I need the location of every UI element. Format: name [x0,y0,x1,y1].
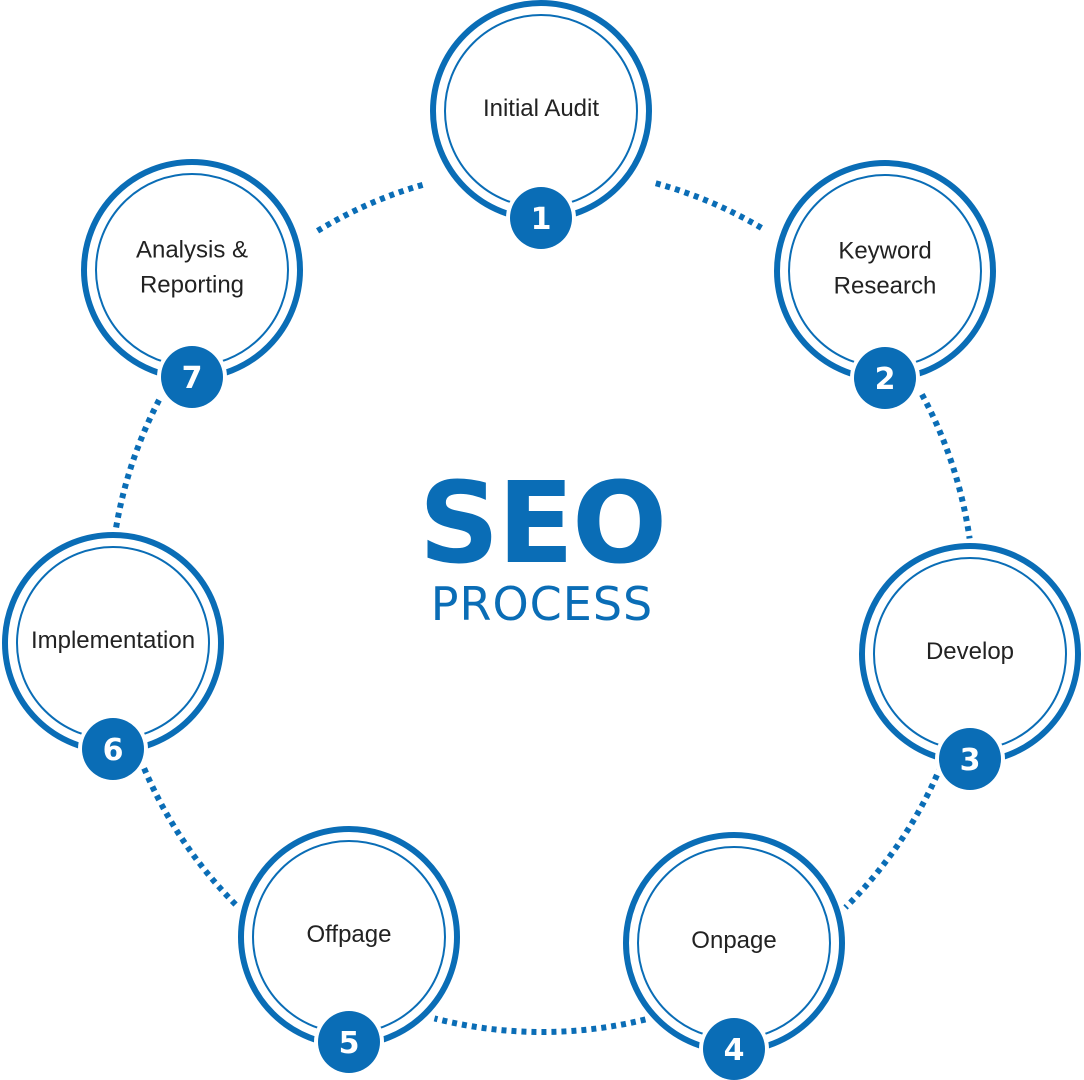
step-node-1: Initial Audit 1 [430,0,652,253]
step-number: 2 [875,362,896,397]
step-number-badge [161,346,223,408]
step-number-badge [703,1018,765,1080]
dotted-connector [919,392,973,539]
step-label: Implementation [31,627,195,654]
step-label: Initial Audit [483,95,599,122]
dotted-connectors [113,180,973,1035]
dotted-connector [113,396,163,529]
step-number-badge [318,1011,380,1073]
center-heading: SEO PROCESS [419,459,667,631]
step-node-3: Develop 3 [859,543,1081,794]
center-title: SEO [419,459,665,589]
dotted-connector [654,180,765,232]
dotted-connector [136,754,238,907]
step-number-badge [854,347,916,409]
step-node-5: Offpage 5 [238,826,460,1077]
step-number-badge [82,718,144,780]
step-node-6: Implementation 6 [2,532,224,784]
dotted-connector [316,180,428,234]
step-number: 3 [960,743,981,778]
step-label: Keyword [838,238,931,265]
step-number: 6 [103,733,124,768]
step-number-badge [939,728,1001,790]
step-number: 5 [339,1026,360,1061]
dotted-connector [843,764,944,910]
step-number: 4 [724,1033,745,1068]
dotted-connector [433,1015,647,1035]
step-inner-ring [95,173,289,367]
step-label: Analysis & [136,237,248,264]
step-node-4: Onpage 4 [623,832,845,1080]
step-label: Research [834,273,937,300]
step-node-7: Analysis & Reporting 7 [81,159,303,412]
step-label: Develop [926,638,1014,665]
step-label: Onpage [691,927,776,954]
step-number-badge [510,187,572,249]
step-inner-ring [788,174,982,368]
step-label: Offpage [307,921,392,948]
step-number: 7 [182,361,203,396]
step-number: 1 [531,202,552,237]
step-label: Reporting [140,272,244,299]
center-subtitle: PROCESS [431,577,654,631]
